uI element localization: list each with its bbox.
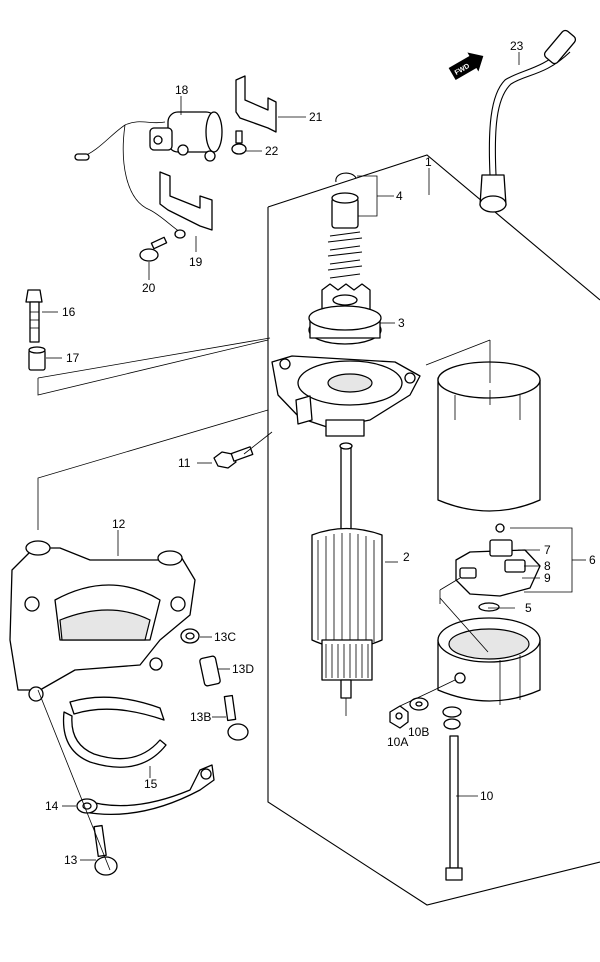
- label-21: 21: [309, 110, 323, 124]
- part-3-pinion: [308, 283, 382, 345]
- part-22-bolt: [231, 130, 247, 155]
- label-20: 20: [142, 281, 156, 295]
- brush-holder: [455, 523, 541, 612]
- part-12-bracket: [9, 540, 196, 702]
- label-leaders: [42, 52, 586, 861]
- label-15: 15: [144, 777, 158, 791]
- part-13d-collar: [199, 655, 221, 687]
- part-20-bolt: [139, 236, 168, 262]
- label-18: 18: [175, 83, 189, 97]
- label-10: 10: [480, 789, 494, 803]
- part-21-bracket: [235, 75, 277, 133]
- part-10-through-bolt: [445, 735, 463, 881]
- drive-end-housing: [271, 355, 421, 437]
- part-15-band: [62, 696, 215, 816]
- part-23-cable: [479, 29, 577, 213]
- part-4-clip-spring: [327, 172, 363, 279]
- part-10b-washer: [409, 697, 429, 711]
- part-13c-washer: [180, 628, 200, 644]
- assembly-box-left: [267, 207, 600, 906]
- label-16: 16: [62, 305, 76, 319]
- label-1: 1: [425, 155, 432, 169]
- label-23: 23: [510, 39, 524, 53]
- label-17: 17: [66, 351, 80, 365]
- part-2-armature: [311, 442, 383, 699]
- fwd-arrow-icon: FWD: [448, 52, 484, 81]
- part-labels: 1 2 3 4 5 6 7 8 9 10 10A 10B 11 12 13 13…: [45, 39, 596, 867]
- label-13c: 13C: [214, 630, 236, 644]
- label-5: 5: [525, 601, 532, 615]
- part-19-bracket: [159, 171, 213, 231]
- leader-lines: [37, 337, 491, 871]
- part-14-washer: [76, 798, 98, 814]
- label-13b: 13B: [190, 710, 211, 724]
- label-4: 4: [396, 189, 403, 203]
- part-16-bolt: [25, 289, 43, 343]
- label-8: 8: [544, 559, 551, 573]
- label-6: 6: [589, 553, 596, 567]
- part-11-bolt: [213, 446, 254, 469]
- part-13-bolt: [93, 824, 118, 876]
- assembly-box-outline: [267, 154, 600, 301]
- part-10a-nut: [389, 705, 409, 729]
- part-13b-bolt: [223, 694, 249, 741]
- label-19: 19: [189, 255, 203, 269]
- label-3: 3: [398, 316, 405, 330]
- label-10b: 10B: [408, 725, 429, 739]
- label-14: 14: [45, 799, 59, 813]
- label-22: 22: [265, 144, 279, 158]
- label-11: 11: [178, 456, 191, 470]
- part-5-end-cover: [437, 617, 541, 705]
- label-13d: 13D: [232, 662, 254, 676]
- label-12: 12: [112, 517, 126, 531]
- part-17-collar: [28, 346, 46, 371]
- label-7: 7: [544, 543, 551, 557]
- label-2: 2: [403, 550, 410, 564]
- part-10-washers: [442, 706, 462, 730]
- label-10a: 10A: [387, 735, 408, 749]
- label-9: 9: [544, 571, 551, 585]
- part-18-solenoid: [74, 111, 223, 239]
- yoke-frame: [437, 361, 541, 512]
- label-13: 13: [64, 853, 78, 867]
